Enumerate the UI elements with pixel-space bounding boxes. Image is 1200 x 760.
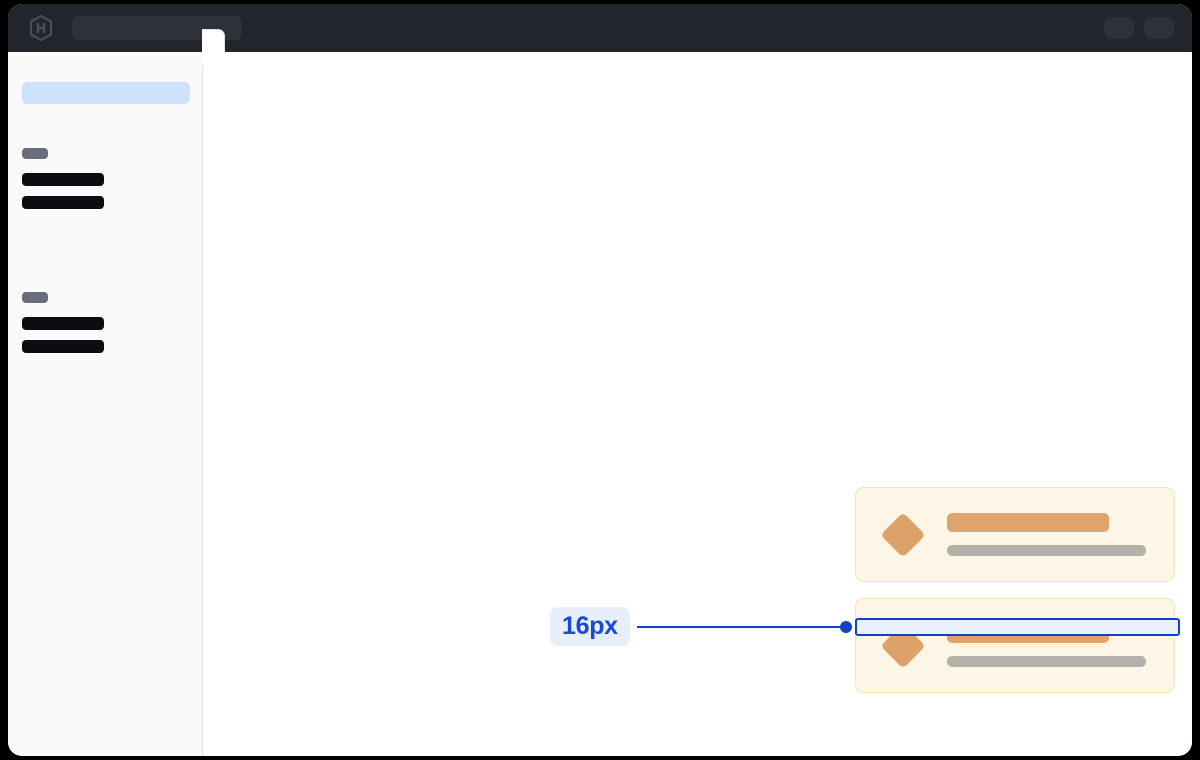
sidebar-group-label: [22, 292, 48, 303]
card-subtitle: [947, 545, 1146, 556]
sidebar-item[interactable]: [22, 340, 104, 353]
card-text-block: [947, 513, 1146, 556]
sidebar-item[interactable]: [22, 173, 104, 186]
hashicorp-logo-icon[interactable]: [28, 14, 54, 42]
sidebar: [8, 52, 203, 756]
sidebar-item-selected[interactable]: [22, 82, 190, 104]
spacing-leader-dot: [840, 621, 852, 633]
card-subtitle: [947, 656, 1146, 667]
list-item[interactable]: [855, 598, 1175, 693]
card-title: [947, 513, 1109, 532]
sidebar-group: [22, 148, 190, 219]
sidebar-item[interactable]: [22, 196, 104, 209]
sidebar-item[interactable]: [22, 317, 104, 330]
avatar-placeholder-icon[interactable]: [1144, 17, 1174, 39]
app-window: 16px: [8, 4, 1192, 756]
app-header: [8, 4, 1192, 52]
diamond-icon: [880, 511, 926, 558]
sidebar-group-label: [22, 148, 48, 159]
list-item[interactable]: [855, 487, 1175, 582]
avatar-placeholder-icon[interactable]: [1104, 17, 1134, 39]
header-right-actions: [1104, 17, 1174, 39]
spacing-measurement-label: 16px: [550, 607, 630, 646]
sidebar-group: [22, 292, 190, 363]
spacing-highlight-band: [855, 618, 1180, 636]
spacing-leader-line: [637, 626, 847, 628]
